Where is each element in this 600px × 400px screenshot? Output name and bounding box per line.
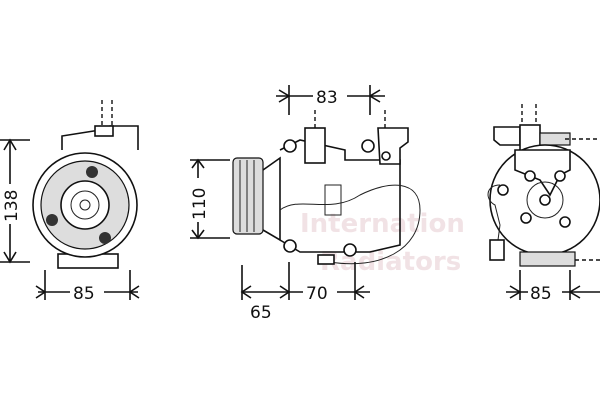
side-view: 83 110 70 65	[188, 85, 421, 323]
watermark: Internation Radiators	[300, 209, 465, 277]
dim-side-top: 83	[316, 88, 338, 108]
dim-side-bottom-left: 65	[250, 303, 272, 323]
watermark-line-1: Internation	[300, 209, 465, 239]
dim-side-height: 110	[190, 188, 210, 220]
dim-front-height: 138	[2, 190, 22, 222]
dim-rear-width: 85	[530, 284, 552, 304]
dim-side-bottom-right: 70	[306, 284, 328, 304]
front-view: 138 85	[0, 100, 140, 304]
rear-view: 85	[487, 104, 600, 304]
dim-front-width: 85	[73, 284, 95, 304]
